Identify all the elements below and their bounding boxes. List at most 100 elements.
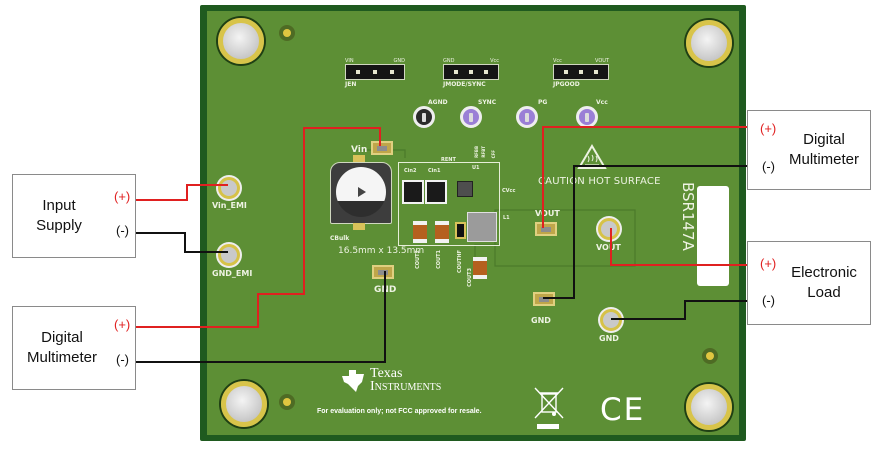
test-point-pg[interactable] <box>516 106 538 128</box>
caution-label: CAUTION HOT SURFACE <box>538 176 661 187</box>
capacitor-cout1 <box>435 221 449 243</box>
jumper-header[interactable] <box>443 64 499 80</box>
test-point-label: Vcc <box>596 99 608 106</box>
header-jmode-sync: GND Vcc JMODE/SYNC <box>443 58 499 88</box>
equipment-label: Input <box>42 197 76 214</box>
jumper-header[interactable] <box>345 64 405 80</box>
test-point-label: SYNC <box>478 99 497 106</box>
wire-input-positive <box>136 184 228 201</box>
brand-line1: Texas <box>370 366 403 381</box>
component-label-cin1: Cin1 <box>428 168 441 174</box>
header-jen: VIN GND JEN <box>345 58 405 88</box>
component-label-cvcc: CVcc <box>502 188 516 194</box>
sense-pad-vin[interactable] <box>371 141 393 155</box>
footprint-label: 16.5mm x 13.5mm <box>338 246 425 256</box>
terminal-label-vin-emi: Vin_EMI <box>212 201 247 210</box>
pin-label: VIN <box>345 58 354 64</box>
ic-u1 <box>457 181 473 197</box>
label-sticker-area <box>697 186 729 286</box>
pin-label: Vcc <box>490 58 499 64</box>
polarity-plus-label: (+) <box>114 189 131 204</box>
polarity-plus-label: (+) <box>114 317 131 332</box>
equipment-label: Supply <box>36 217 82 234</box>
capacitor-couthf <box>455 222 466 239</box>
polarity-plus-label: (+) <box>760 121 777 136</box>
inductor-l1 <box>467 212 497 242</box>
ce-mark: CE <box>600 392 646 428</box>
via-bottom-left <box>283 398 291 406</box>
wire-input-negative <box>136 232 228 253</box>
polarity-plus-label: (+) <box>760 256 777 271</box>
polarity-minus-label: (-) <box>116 223 129 238</box>
polarity-minus-label: (-) <box>762 293 775 308</box>
mounting-hole-bottom-right <box>686 384 732 430</box>
bulk-cap-pad-bottom <box>353 223 365 230</box>
pin-label: GND <box>393 58 405 64</box>
terminal-label-vout: VOUT <box>596 243 621 252</box>
test-point-sync[interactable] <box>460 106 482 128</box>
pad-label-vout-sense: VOUT <box>535 209 560 218</box>
capacitor-cin1 <box>425 180 447 204</box>
wire-load-negative <box>611 300 748 320</box>
pin-label: VOUT <box>595 58 609 64</box>
equipment-label: Multimeter <box>788 151 859 168</box>
pad-label-vin: Vin <box>351 145 368 155</box>
polarity-minus-label: (-) <box>116 352 129 367</box>
via-top-left <box>283 29 291 37</box>
electronic-load-box: Electronic Load <box>747 241 871 325</box>
capacitor-cout3 <box>473 257 487 279</box>
bulk-capacitor <box>330 162 392 224</box>
component-label-rent: RENT <box>441 157 456 163</box>
equipment-label: Load <box>807 284 841 301</box>
component-label-cbulk: CBulk <box>330 235 350 242</box>
ti-wordmark: Texas Instruments <box>370 366 442 394</box>
sense-pad-gnd-in[interactable] <box>372 265 394 279</box>
header-label: JPGOOD <box>553 81 580 88</box>
jumper-header[interactable] <box>553 64 609 80</box>
weee-bin-icon <box>534 387 564 429</box>
equipment-label: Digital <box>803 131 845 148</box>
equipment-label: Multimeter <box>26 349 97 366</box>
wire-dmm-output-positive <box>542 126 748 228</box>
wire-load-positive <box>610 228 748 266</box>
terminal-vout[interactable] <box>598 218 620 240</box>
header-label: JEN <box>345 81 357 88</box>
mounting-hole-top-right <box>686 20 732 66</box>
polarity-minus-label: (-) <box>762 159 775 174</box>
test-point-label: PG <box>538 99 548 106</box>
sense-pad-vout[interactable] <box>535 222 557 236</box>
terminal-label-gnd-out: GND <box>599 334 619 343</box>
ti-logo-icon <box>342 370 364 392</box>
fcc-disclaimer: For evaluation only; not FCC approved fo… <box>317 408 482 415</box>
mounting-hole-top-left <box>218 18 264 64</box>
brand-line2: Instruments <box>370 379 442 394</box>
power-stage-outline <box>398 162 500 246</box>
terminal-vin-emi[interactable] <box>218 177 240 199</box>
terminal-gnd-emi[interactable] <box>218 244 240 266</box>
via-bottom-right <box>706 352 714 360</box>
pin-label: Vcc <box>553 58 562 64</box>
terminal-label-gnd-emi: GND_EMI <box>212 269 253 278</box>
capacitor-cin2 <box>402 180 424 204</box>
wire-dmm-input-negative <box>136 271 386 363</box>
wire-dmm-input-positive <box>136 127 381 328</box>
bulk-cap-pad-top <box>353 155 365 162</box>
input-supply-box: Input Supply <box>12 174 136 258</box>
component-label-u1: U1 <box>472 165 480 171</box>
mounting-hole-bottom-left <box>221 381 267 427</box>
header-jpgood: Vcc VOUT JPGOOD <box>553 58 609 88</box>
component-label-cin2: Cin2 <box>404 168 417 174</box>
dmm-input-box: Digital Multimeter <box>12 306 136 390</box>
test-point-agnd[interactable] <box>413 106 435 128</box>
equipment-label: Digital <box>41 329 83 346</box>
dmm-output-box: Digital Multimeter <box>747 110 871 190</box>
wire-dmm-output-negative <box>543 165 748 299</box>
equipment-label: Electronic <box>791 264 857 281</box>
pad-label-gnd-sense: GND <box>531 316 551 325</box>
capacitor-cout2 <box>413 221 427 243</box>
part-number: BSR147A <box>679 182 697 251</box>
polarity-icon <box>358 187 366 197</box>
header-label: JMODE/SYNC <box>443 81 486 88</box>
pin-label: GND <box>443 58 455 64</box>
